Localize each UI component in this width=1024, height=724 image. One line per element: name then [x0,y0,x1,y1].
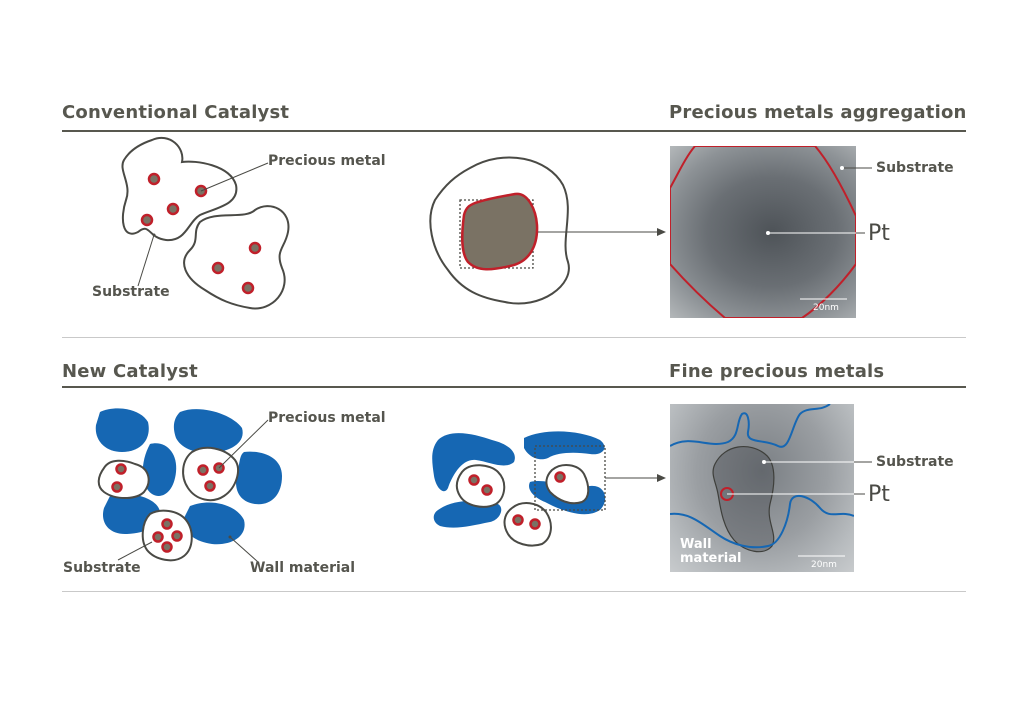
new-micrograph: Wall material 20nm [670,404,854,572]
particle [204,480,216,492]
wall-material-chunk [142,443,177,496]
micro-wall-label: Wall material [680,537,742,566]
substrate-grain [97,459,150,499]
scale-label: 20nm [813,303,839,313]
new-rule [62,386,966,388]
particle [529,518,541,530]
precious-metal-leader [218,419,269,469]
new-substrate-label: Substrate [63,560,141,576]
conventional-micrograph: 20nm [670,146,856,318]
particle [147,172,161,186]
section-divider [62,337,966,338]
particle [111,481,123,493]
particle [554,471,566,483]
substrate-grain [141,509,193,562]
particle [512,514,524,526]
wall-material-leader [229,536,259,563]
wall-material-chunk [524,431,605,460]
particle [248,241,262,255]
substrate-leader [137,234,155,287]
conventional-micrograph-svg [670,146,856,318]
new-precious-metal-label: Precious metal [268,410,386,426]
particle [171,530,183,542]
fine-metals-heading: Fine precious metals [669,361,885,382]
substrate-grain-outline [712,446,775,553]
particle [468,474,480,486]
wall-material-chunk [95,408,149,452]
particle-boundary [670,146,856,318]
conventional-rule [62,130,966,132]
pt-label: Pt [868,221,890,246]
conventional-heading: Conventional Catalyst [62,102,290,123]
substrate-label: Substrate [92,284,170,300]
wall-boundary [670,494,854,549]
particle [161,518,173,530]
substrate-outline [429,156,570,305]
aggregation-heading: Precious metals aggregation [669,102,967,123]
new-heading: New Catalyst [62,361,198,382]
substrate-grain [182,446,239,502]
wall-material-chunk [173,409,243,453]
new-pt-label: Pt [868,482,890,507]
substrate-blob-1 [121,137,238,242]
new-micrograph-svg [670,404,854,557]
particle [140,213,154,227]
new-scale-label: 20nm [811,560,837,570]
particle [166,202,180,216]
precious-metal-label: Precious metal [268,153,386,169]
particle [161,541,173,553]
wall-material-chunk [432,433,515,492]
substrate-grain [455,464,506,508]
particle [197,464,209,476]
particle [152,531,164,543]
particle [481,484,493,496]
bottom-divider [62,591,966,592]
wall-material-label: Wall material [250,560,356,576]
substrate-blob-2 [183,205,290,310]
particle [211,261,225,275]
wall-material-chunk [235,451,282,505]
substrate-grain [503,502,552,547]
micro-substrate-label: Substrate [876,160,954,176]
zoom-arrow-head [657,228,666,236]
zoom-arrow-head [657,474,666,482]
wall-material-chunk [183,502,245,545]
precious-metal-leader [200,162,269,192]
particle [241,281,255,295]
new-micro-substrate-label: Substrate [876,454,954,470]
aggregated-metal [461,192,539,271]
substrate-leader [117,541,153,561]
particle [115,463,127,475]
wall-boundary [670,404,831,448]
